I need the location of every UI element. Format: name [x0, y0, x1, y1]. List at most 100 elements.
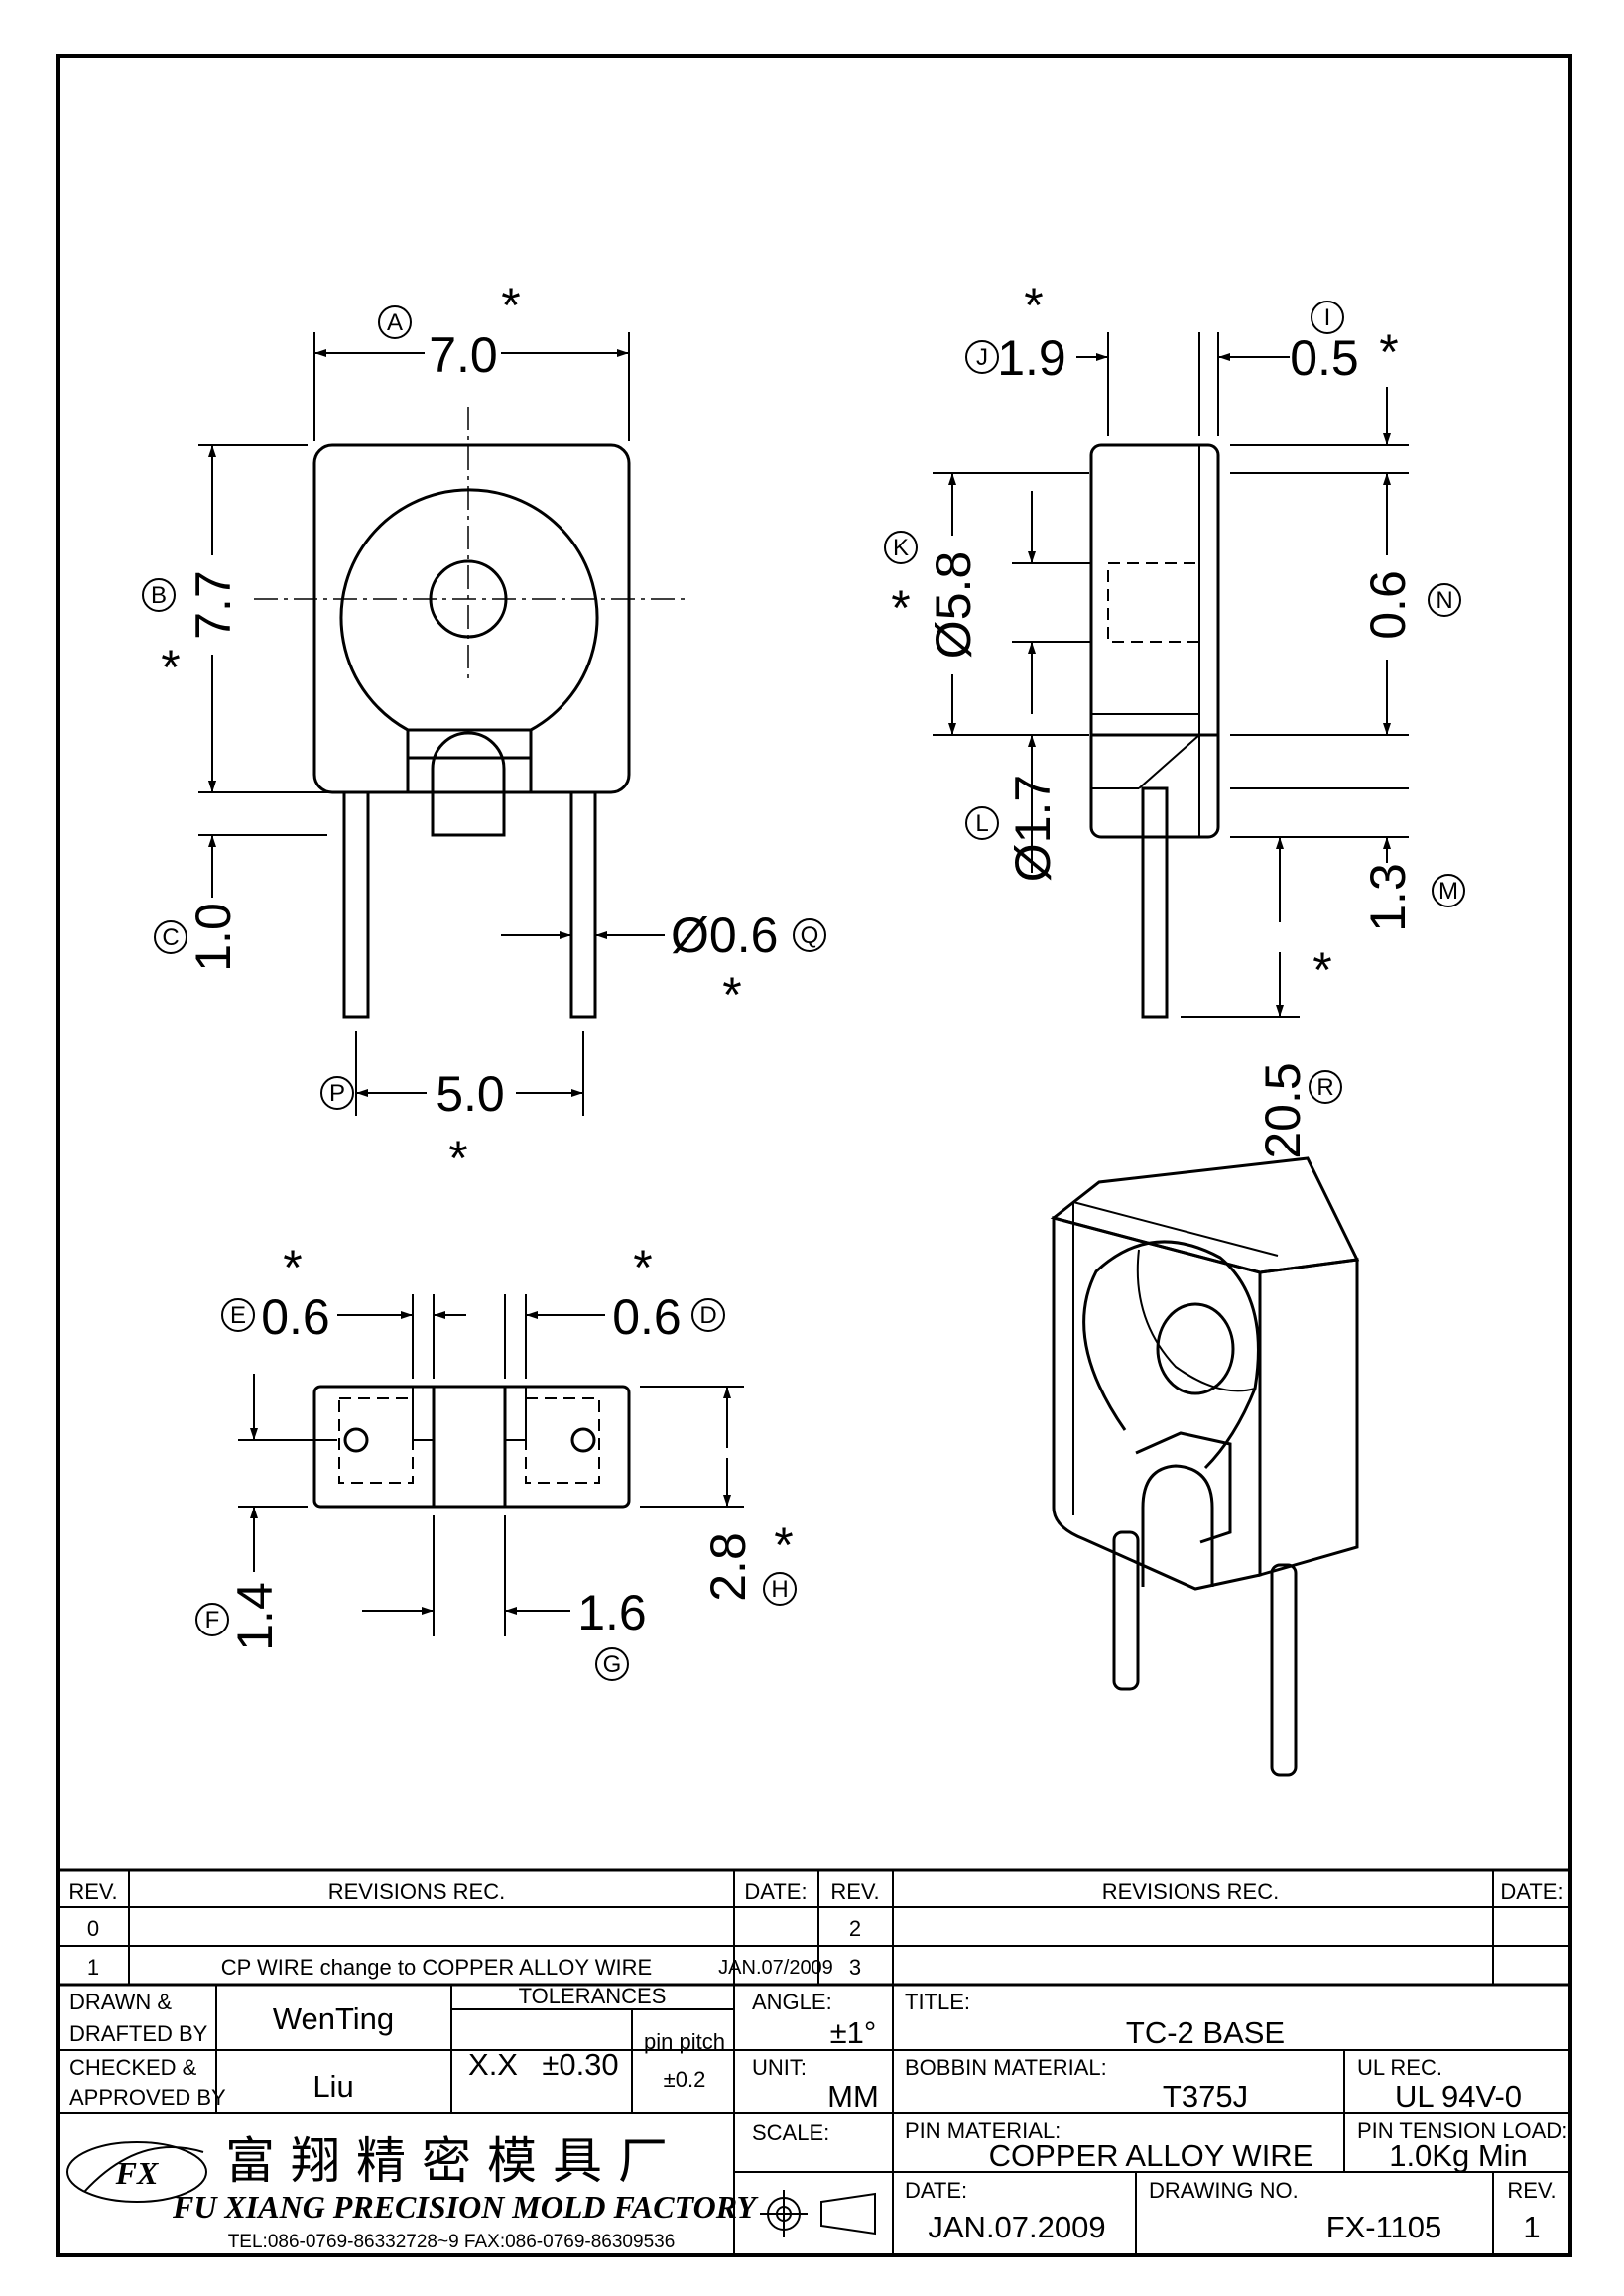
rev-header-rev-right: REV. [830, 1879, 879, 1904]
rev-header-rev-left: REV. [68, 1879, 117, 1904]
checked-by-value: Liu [312, 2069, 353, 2104]
marker-q-letter: Q [801, 922, 819, 949]
date-value: JAN.07.2009 [928, 2210, 1105, 2244]
front-pin-left [342, 790, 370, 1019]
marker-a [378, 305, 412, 339]
front-pin-right [569, 790, 597, 1019]
marker-k-letter: K [893, 535, 909, 561]
date-label: DATE: [905, 2178, 967, 2203]
iso-edge-1 [1072, 1201, 1279, 1257]
critical-mark-j: * [1024, 278, 1043, 333]
iso-bore-inner [1136, 1249, 1256, 1392]
marker-q [793, 918, 826, 952]
tol-xx-label: X.X [468, 2047, 518, 2082]
dim-f-value: 1.4 [227, 1582, 283, 1651]
rev-row-3-rev: 3 [849, 1955, 861, 1980]
pin-material-label: PIN MATERIAL: [905, 2118, 1061, 2143]
marker-b-letter: B [151, 582, 167, 609]
pin-tension-label: PIN TENSION LOAD: [1357, 2118, 1567, 2143]
company-contact: TEL:086-0769-86332728~9 FAX:086-0769-863… [228, 2232, 676, 2252]
rev-header-text-right: REVISIONS REC. [1102, 1879, 1279, 1904]
dim-n-value: 0.6 [1360, 570, 1416, 640]
marker-l [965, 806, 999, 840]
critical-mark-i: * [1379, 324, 1398, 380]
marker-m [1432, 874, 1465, 907]
iso-notch [1135, 1431, 1232, 1544]
iso-center-hole [1156, 1302, 1235, 1395]
iso-bore [1082, 1240, 1260, 1470]
ul-rec-label: UL REC. [1357, 2055, 1442, 2080]
scale-label: SCALE: [752, 2120, 829, 2145]
critical-mark-q: * [722, 967, 741, 1023]
marker-e-letter: E [230, 1302, 246, 1329]
title-value: TC-2 BASE [1126, 2015, 1285, 2050]
iso-stem [1141, 1464, 1214, 1587]
marker-a-letter: A [387, 309, 403, 336]
dim-g-value: 1.6 [577, 1585, 647, 1640]
bobbin-material-label: BOBBIN MATERIAL: [905, 2055, 1107, 2080]
bottom-pin-left [343, 1427, 369, 1453]
dim-d-value: 0.6 [612, 1289, 682, 1345]
pin-pitch-label: pin pitch [644, 2029, 725, 2054]
rev-row-1-date: JAN.07/2009 [718, 1957, 833, 1979]
iso-front-face [1052, 1216, 1262, 1591]
bottom-body-outline [312, 1385, 631, 1509]
drawn-label-1: DRAWN & [69, 1990, 172, 2014]
marker-p [320, 1076, 354, 1110]
front-view: 7.0 A * 7.7 B * 1.0 C Ø0.6 Q * 5.0 [142, 278, 826, 1186]
angle-value: ±1° [830, 2015, 877, 2050]
isometric-view [1050, 1156, 1360, 1777]
critical-mark-d: * [633, 1240, 652, 1295]
unit-label: UNIT: [752, 2055, 807, 2080]
marker-d-letter: D [699, 1302, 716, 1329]
marker-d [691, 1298, 725, 1332]
pin-material-value: COPPER ALLOY WIRE [989, 2138, 1313, 2173]
marker-n [1428, 583, 1461, 617]
iso-pin-right [1270, 1563, 1298, 1777]
angle-label: ANGLE: [752, 1990, 832, 2014]
drawing-no-label: DRAWING NO. [1149, 2178, 1299, 2203]
marker-f [195, 1603, 229, 1636]
marker-h-letter: H [771, 1576, 788, 1603]
critical-mark-h: * [774, 1517, 793, 1573]
marker-j-letter: J [976, 344, 988, 371]
pin-tension-value: 1.0Kg Min [1389, 2138, 1528, 2173]
marker-c [154, 920, 187, 954]
bobbin-material-value: T375J [1163, 2079, 1248, 2114]
rev-header-date-right: DATE: [1500, 1879, 1562, 1904]
dim-q-value: Ø0.6 [671, 907, 778, 963]
tolerances-label: TOLERANCES [519, 1984, 667, 2008]
marker-p-letter: P [329, 1080, 345, 1107]
marker-k [884, 531, 918, 564]
checked-label-2: APPROVED BY [69, 2085, 226, 2110]
bottom-hidden-right [525, 1397, 600, 1484]
bottom-pin-right [570, 1427, 596, 1453]
dim-k-value: Ø5.8 [926, 551, 981, 659]
pin-pitch-value: ±0.2 [664, 2067, 706, 2092]
marker-f-letter: F [205, 1607, 220, 1633]
marker-g-letter: G [603, 1651, 622, 1678]
rev-row-0-rev: 0 [87, 1916, 99, 1941]
company-name-en: FU XIANG PRECISION MOLD FACTORY [172, 2189, 758, 2225]
dim-j-value: 1.9 [997, 330, 1066, 386]
drawn-label-2: DRAFTED BY [69, 2021, 208, 2046]
dim-e-value: 0.6 [261, 1289, 330, 1345]
dim-i-value: 0.5 [1290, 330, 1359, 386]
tol-xx-value: ±0.30 [542, 2047, 618, 2082]
side-view: 1.9 J * 0.5 I * Ø5.8 K * 0.6 N [884, 278, 1465, 1159]
sheet-border [56, 54, 1572, 2257]
company-logo-icon: FX [66, 2141, 207, 2203]
dim-b-value: 7.7 [186, 570, 241, 640]
side-hidden-hole [1107, 562, 1200, 643]
projection-symbol-icon [760, 2190, 876, 2237]
marker-c-letter: C [162, 924, 179, 951]
critical-mark-r: * [1312, 942, 1331, 998]
marker-n-letter: N [1436, 587, 1452, 614]
critical-mark-a: * [501, 278, 520, 333]
bottom-view: 0.6 E * 0.6 D * 1.4 F 1.6 G 2.8 [195, 1240, 797, 1681]
marker-r-letter: R [1316, 1074, 1333, 1101]
marker-h [763, 1572, 797, 1606]
dim-a-value: 7.0 [429, 327, 498, 383]
front-bore-arc [339, 488, 599, 732]
